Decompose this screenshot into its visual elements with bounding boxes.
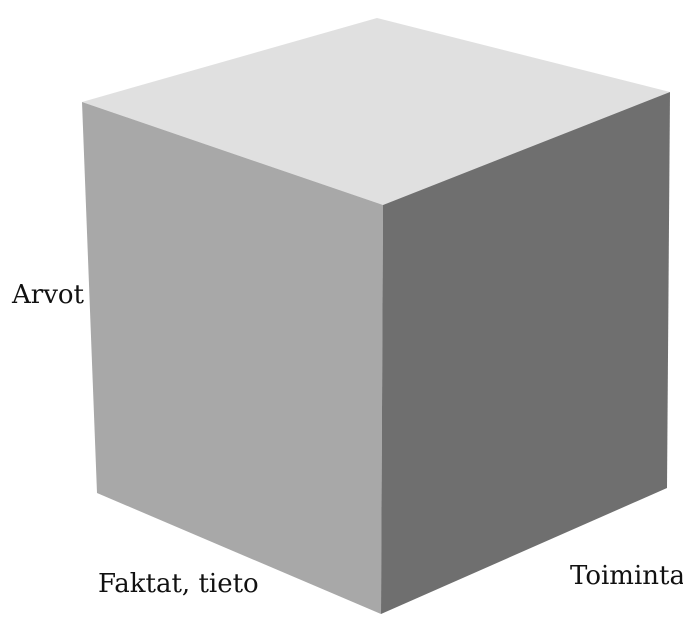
label-faktat-tieto: Faktat, tieto bbox=[98, 569, 259, 599]
cube-left-face bbox=[82, 102, 383, 614]
cube-right-face bbox=[381, 92, 670, 614]
cube-top-face bbox=[82, 18, 670, 205]
label-toiminta: Toiminta bbox=[570, 561, 683, 591]
label-arvot: Arvot bbox=[12, 280, 84, 310]
